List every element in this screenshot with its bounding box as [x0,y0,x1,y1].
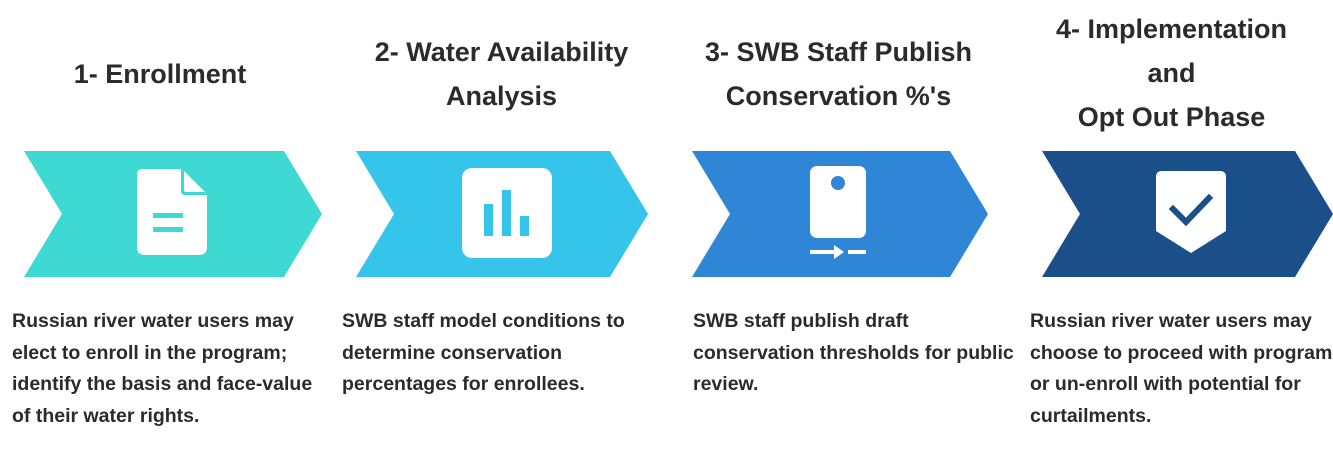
document-icon [137,169,207,260]
shield-check-icon [1156,171,1226,258]
step-description: SWB staff model conditions to determine … [342,310,625,395]
bar-chart-icon [462,168,552,263]
step-description: Russian river water users may elect to e… [12,310,313,427]
step-description: Russian river water users may choose to … [1030,310,1333,427]
step-description: SWB staff publish draft conservation thr… [693,310,1014,395]
step-title: 1- Enrollment [73,59,247,89]
step-title: 3- SWB Staff Publish Conservation %'s [704,37,972,111]
step-title: 4- Implementation and Opt Out Phase [1055,14,1288,132]
step-title: 2- Water Availability Analysis [374,37,629,111]
device-transfer-icon [808,166,868,267]
step-enrollment: 1- Enrollment Russian river water users … [0,0,340,464]
